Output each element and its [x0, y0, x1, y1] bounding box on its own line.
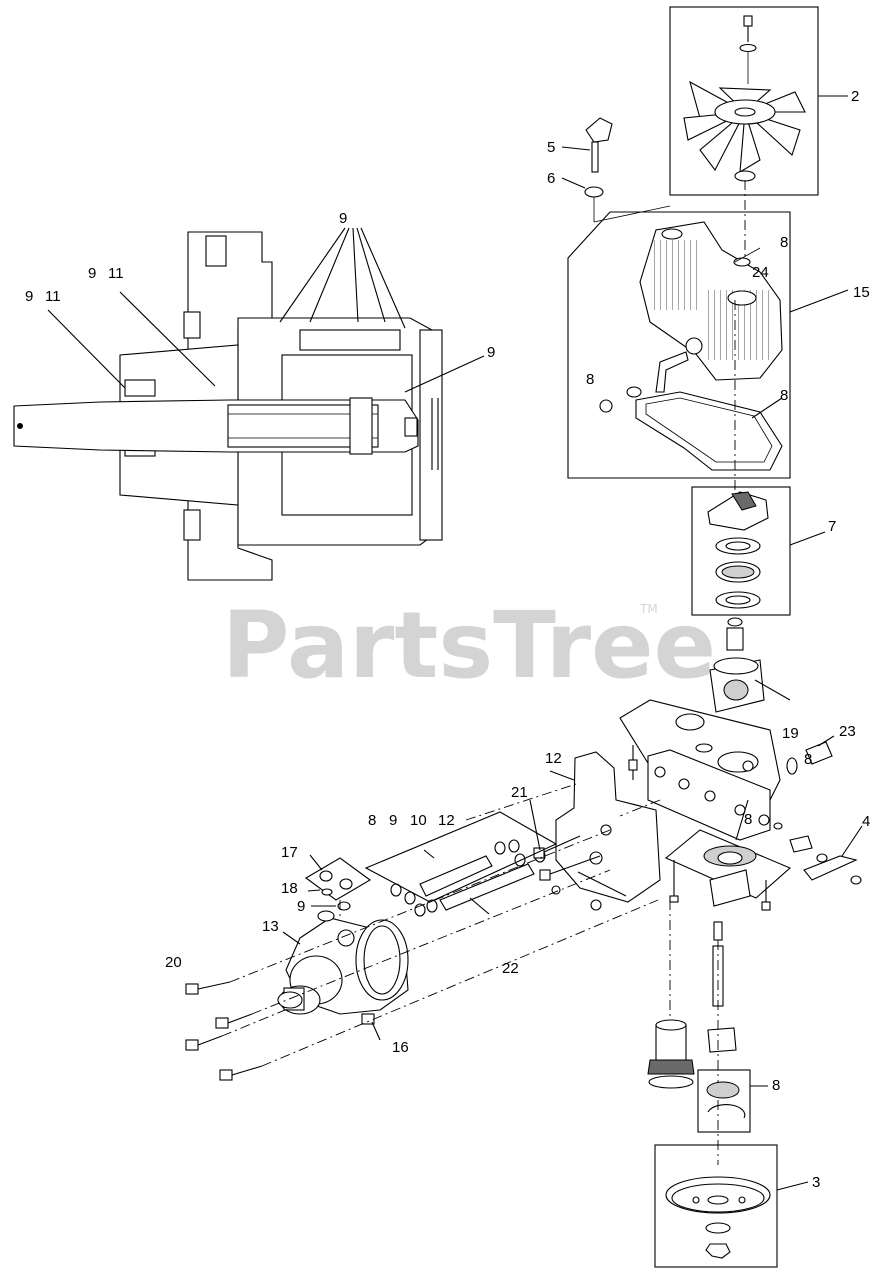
callout-labels: 2 5 6 9 9 11 9 11 9 8 24 15 8 8 7 19 23 … — [25, 88, 870, 1191]
callout-8-arm: 8 — [586, 371, 594, 388]
callout-4: 4 — [862, 813, 870, 830]
callout-7: 7 — [828, 518, 836, 535]
callout-13: 13 — [262, 918, 279, 935]
fan-assembly-box — [669, 6, 848, 196]
callout-8-gasket: 8 — [780, 387, 788, 404]
callout-22: 22 — [502, 960, 519, 977]
center-housing — [619, 699, 781, 841]
callout-16: 16 — [392, 1039, 409, 1056]
pulley-box — [654, 1144, 809, 1268]
motor-assembly — [185, 751, 749, 1081]
callout-8-plate: 8 — [744, 811, 752, 828]
cross-section-view — [13, 231, 443, 581]
housing-box — [567, 180, 849, 490]
watermark-text: PartsTree — [222, 592, 716, 699]
bearing-box — [691, 486, 826, 616]
callout-12-bracket: 12 — [545, 750, 562, 767]
callout-9-group: 9 — [389, 812, 397, 829]
fan — [683, 80, 806, 174]
callout-10: 10 — [410, 812, 427, 829]
callout-5: 5 — [547, 139, 555, 156]
lower-bearing-box — [697, 1069, 768, 1133]
callout-20: 20 — [165, 954, 182, 971]
callout-18: 18 — [281, 880, 298, 897]
callout-3: 3 — [812, 1174, 820, 1191]
callout-8-lower: 8 — [772, 1077, 780, 1094]
filter — [647, 900, 695, 1089]
side-fittings — [773, 735, 863, 885]
callout-9-right: 9 — [487, 344, 495, 361]
callout-2: 2 — [851, 88, 859, 105]
watermark: PartsTree TM — [222, 592, 716, 699]
pump-rotor — [709, 617, 791, 713]
callout-8-group: 8 — [368, 812, 376, 829]
callout-12-group: 12 — [438, 812, 455, 829]
dipstick — [561, 117, 671, 223]
callout-9-left-a: 9 — [25, 288, 33, 305]
callout-8-top: 8 — [780, 234, 788, 251]
callout-9-left-b: 9 — [88, 265, 96, 282]
callout-9-valve: 9 — [297, 898, 305, 915]
callout-11-left-a: 11 — [45, 288, 61, 305]
cross-section-leaders — [47, 227, 485, 393]
callout-23: 23 — [839, 723, 856, 740]
callout-11-left-b: 11 — [108, 265, 124, 282]
callout-8-side: 8 — [804, 751, 812, 768]
callout-24: 24 — [752, 264, 769, 281]
callout-19: 19 — [782, 725, 799, 742]
callout-15: 15 — [853, 284, 870, 301]
callout-6: 6 — [547, 170, 555, 187]
output-shaft — [707, 921, 737, 1165]
callout-21: 21 — [511, 784, 528, 801]
callout-9-top: 9 — [339, 210, 347, 227]
watermark-trademark: TM — [639, 602, 658, 616]
callout-17: 17 — [281, 844, 298, 861]
center-plate — [664, 829, 792, 911]
